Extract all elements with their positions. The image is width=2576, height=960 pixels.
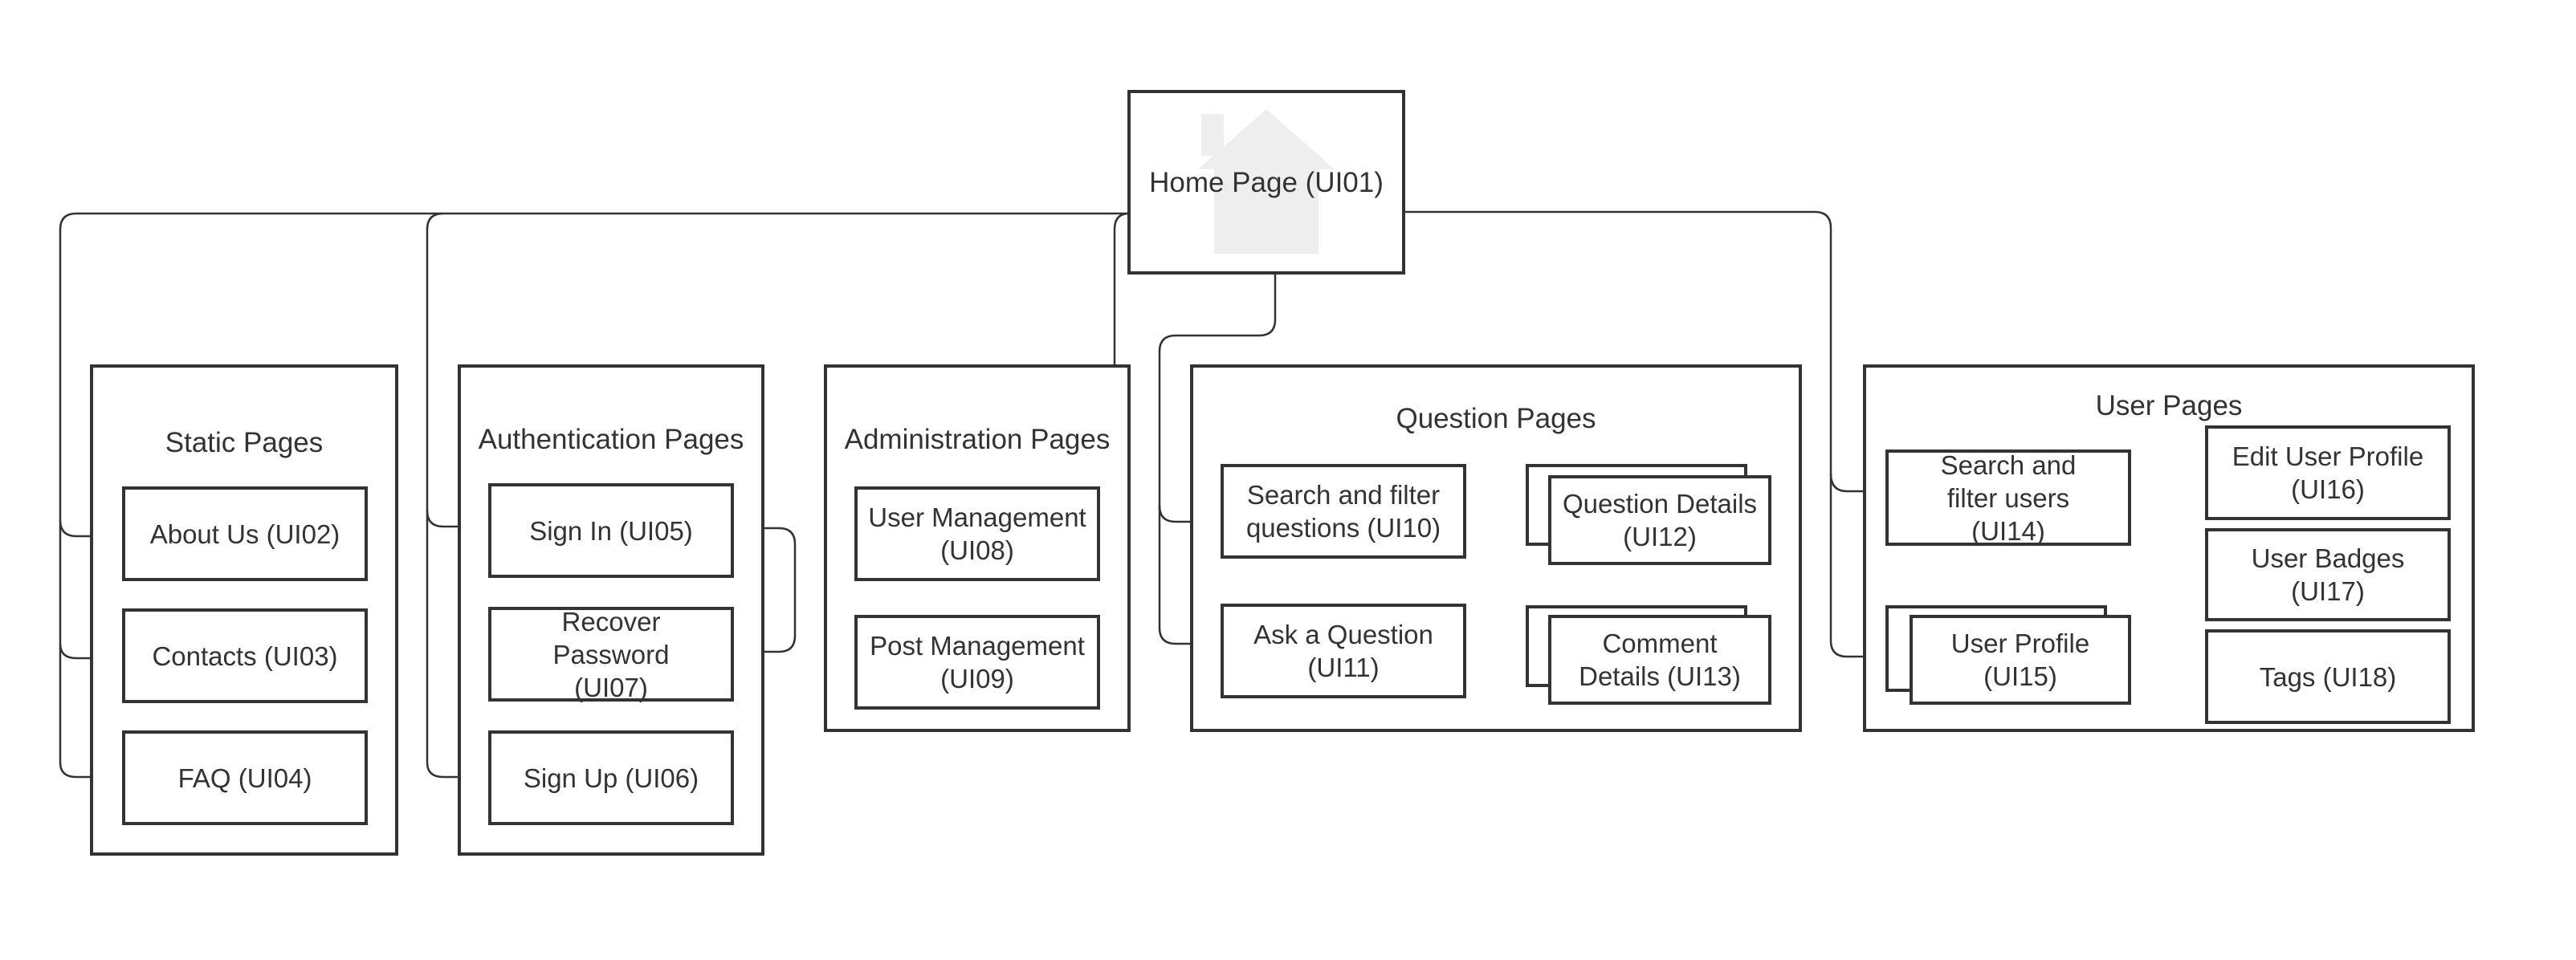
edit-user-profile-page[interactable]: Edit User Profile (UI16)	[2205, 425, 2451, 520]
connector-static-about	[59, 519, 122, 538]
connector-auth-signin	[426, 510, 488, 528]
connector-user-search	[1829, 473, 1885, 493]
user-badges-page[interactable]: User Badges (UI17)	[2205, 528, 2451, 621]
tags-page[interactable]: Tags (UI18)	[2205, 629, 2451, 724]
comment-details-page[interactable]: Comment Details (UI13)	[1548, 615, 1771, 705]
faq-page[interactable]: FAQ (UI04)	[122, 730, 368, 825]
recover-password-page[interactable]: Recover Password (UI07)	[488, 607, 734, 702]
connector-home-left-bus	[59, 212, 1127, 779]
ask-question-page[interactable]: Ask a Question (UI11)	[1221, 604, 1466, 698]
sign-in-page[interactable]: Sign In (UI05)	[488, 483, 734, 578]
connector-question-bus	[1158, 273, 1277, 645]
administration-pages-title: Administration Pages	[844, 424, 1111, 455]
home-page-label: Home Page (UI01)	[1149, 166, 1384, 198]
user-management-page[interactable]: User Management (UI08)	[854, 486, 1100, 581]
home-page-node[interactable]: Home Page (UI01)	[1127, 90, 1405, 275]
connector-signin-recover	[732, 527, 797, 653]
connector-auth-bus	[426, 212, 488, 779]
connector-user-bus	[1405, 210, 1885, 658]
house-icon	[1198, 109, 1335, 254]
contacts-page[interactable]: Contacts (UI03)	[122, 608, 368, 703]
sign-up-page[interactable]: Sign Up (UI06)	[488, 730, 734, 825]
search-questions-page[interactable]: Search and filter questions (UI10)	[1221, 464, 1466, 559]
question-pages-title: Question Pages	[1396, 403, 1596, 434]
connector-question-search	[1158, 505, 1222, 523]
authentication-pages-title: Authentication Pages	[478, 424, 744, 455]
user-pages-title: User Pages	[2095, 390, 2243, 421]
post-management-page[interactable]: Post Management (UI09)	[854, 615, 1100, 710]
question-details-page[interactable]: Question Details (UI12)	[1548, 475, 1771, 565]
user-profile-page[interactable]: User Profile (UI15)	[1910, 615, 2131, 705]
search-users-page[interactable]: Search and filter users (UI14)	[1885, 449, 2131, 546]
about-us-page[interactable]: About Us (UI02)	[122, 486, 368, 581]
static-pages-title: Static Pages	[165, 427, 324, 458]
connector-static-contacts	[59, 643, 122, 660]
